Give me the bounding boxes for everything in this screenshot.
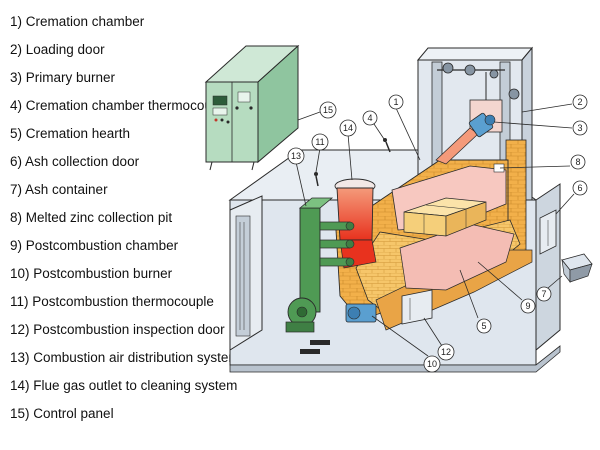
svg-text:11: 11 bbox=[315, 137, 324, 147]
control-panel bbox=[204, 44, 300, 171]
legend-item-12: 12) Postcombustion inspection door bbox=[10, 322, 225, 337]
legend-item-3: 3) Primary burner bbox=[10, 70, 116, 85]
svg-text:5: 5 bbox=[481, 321, 486, 331]
callout-15: 15 bbox=[319, 101, 337, 119]
callout-12: 12 bbox=[437, 343, 455, 361]
legend-item-6: 6) Ash collection door bbox=[10, 154, 140, 169]
legend-item-2: 2) Loading door bbox=[10, 42, 105, 57]
callout-1: 1 bbox=[388, 94, 404, 110]
callout-7: 7 bbox=[536, 286, 552, 302]
legend-item-9: 9) Postcombustion chamber bbox=[10, 238, 179, 253]
svg-text:2: 2 bbox=[577, 97, 582, 107]
callout-13: 13 bbox=[287, 147, 305, 165]
callout-5: 5 bbox=[476, 318, 492, 334]
legend-item-11: 11) Postcombustion thermocouple bbox=[10, 294, 214, 309]
callout-leaders bbox=[295, 103, 575, 357]
svg-text:7: 7 bbox=[541, 289, 546, 299]
callout-8: 8 bbox=[570, 154, 586, 170]
primary-burner bbox=[468, 112, 496, 138]
legend-item-10: 10) Postcombustion burner bbox=[10, 266, 173, 281]
legend-item-7: 7) Ash container bbox=[10, 182, 108, 197]
svg-text:9: 9 bbox=[525, 301, 530, 311]
postcombustion-inspection-door bbox=[401, 289, 433, 325]
legend: 1) Cremation chamber 2) Loading door 3) … bbox=[0, 0, 240, 450]
callout-9: 9 bbox=[520, 298, 536, 314]
postcombustion-burner bbox=[345, 303, 377, 323]
legend-item-4: 4) Cremation chamber thermocouple bbox=[10, 98, 230, 113]
legend-item-14: 14) Flue gas outlet to cleaning system bbox=[10, 378, 238, 393]
callout-2: 2 bbox=[572, 94, 588, 110]
callout-14: 14 bbox=[339, 119, 357, 137]
svg-text:1: 1 bbox=[393, 97, 398, 107]
callout-11: 11 bbox=[311, 133, 329, 151]
svg-text:15: 15 bbox=[323, 105, 333, 115]
callout-4: 4 bbox=[362, 110, 378, 126]
legend-item-1: 1) Cremation chamber bbox=[10, 14, 145, 29]
svg-text:6: 6 bbox=[577, 183, 582, 193]
callout-markers: 1 2 3 4 5 6 7 bbox=[287, 94, 588, 373]
legend-item-8: 8) Melted zinc collection pit bbox=[10, 210, 173, 225]
svg-text:10: 10 bbox=[427, 359, 437, 369]
svg-text:3: 3 bbox=[577, 123, 582, 133]
legend-item-5: 5) Cremation hearth bbox=[10, 126, 131, 141]
postcombustion-thermocouple bbox=[314, 172, 319, 187]
ash-container bbox=[561, 253, 593, 284]
svg-text:4: 4 bbox=[367, 113, 372, 123]
svg-text:12: 12 bbox=[441, 347, 451, 357]
legend-item-13: 13) Combustion air distribution system bbox=[10, 350, 240, 365]
legend-item-15: 15) Control panel bbox=[10, 406, 114, 421]
callout-3: 3 bbox=[572, 120, 588, 136]
combustion-air-distribution-system bbox=[285, 197, 355, 333]
svg-text:8: 8 bbox=[575, 157, 580, 167]
svg-text:13: 13 bbox=[291, 151, 301, 161]
callout-10: 10 bbox=[423, 355, 441, 373]
ash-collection-door bbox=[539, 209, 557, 255]
svg-text:14: 14 bbox=[343, 123, 353, 133]
callout-6: 6 bbox=[572, 180, 588, 196]
